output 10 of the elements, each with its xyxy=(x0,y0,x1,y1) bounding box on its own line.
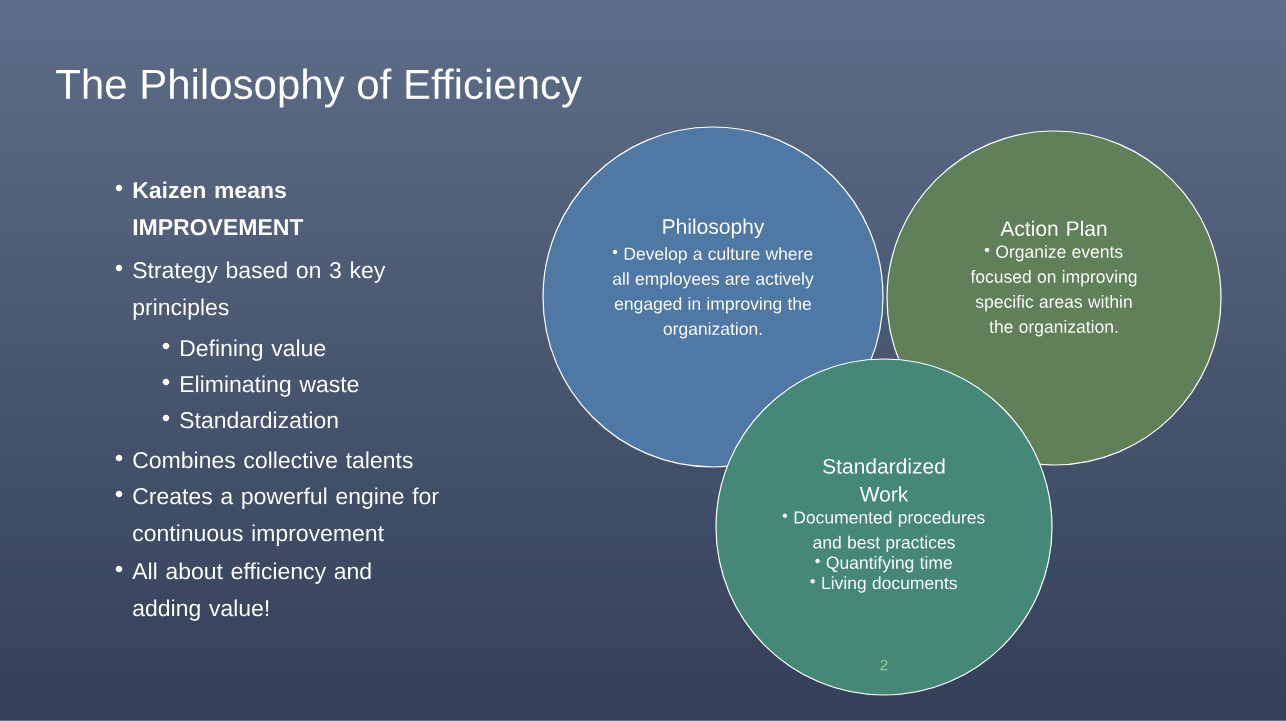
slide-number: 2 xyxy=(880,659,888,671)
list-item: Defining value xyxy=(181,339,326,361)
list-item: Eliminating waste xyxy=(181,375,359,397)
list-item: Creates a powerful engine for continuous improvement xyxy=(133,487,439,546)
list-item: Combines collective talents xyxy=(133,451,413,469)
list-item: Strategy based on 3 key principles xyxy=(133,261,386,320)
list-item: Kaizen means IMPROVEMENT xyxy=(133,181,304,236)
list-item: Standardization xyxy=(180,411,338,429)
slide-title: The Philosophy of Efficiency xyxy=(56,68,582,108)
list-item: All about efficiency and adding value! xyxy=(132,562,371,621)
